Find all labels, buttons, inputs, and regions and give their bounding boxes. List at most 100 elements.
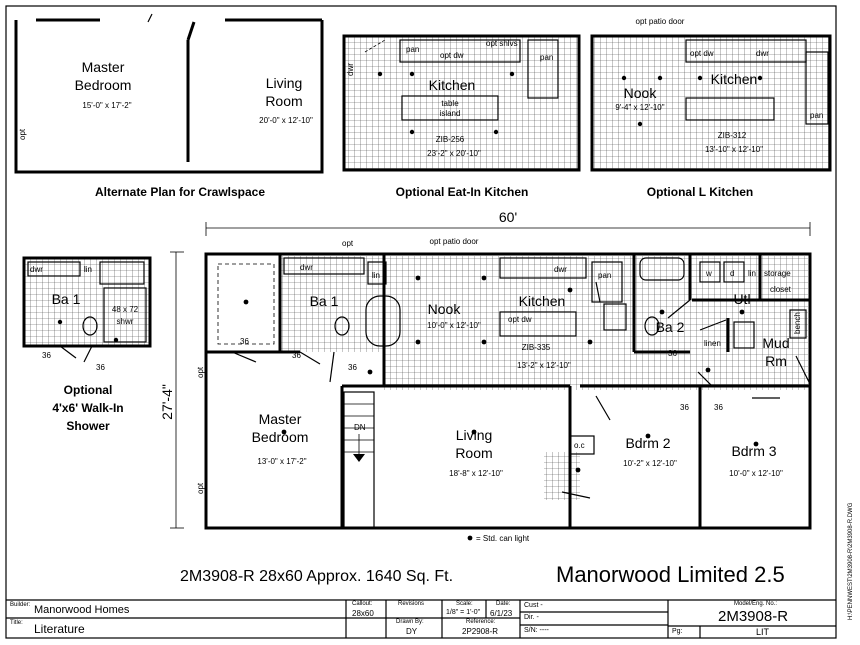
revisions-label: Revisions [398, 601, 425, 607]
scale-value: 1/8" = 1'-0" [446, 609, 481, 616]
side-filename: H:\PENNWEST\2M3908-R\2M3908-R.DWG [848, 502, 854, 620]
alt-bedroom-label: Bedroom [75, 77, 132, 93]
eat-in-kitchen-plan: pan opt dw opt shlvs pan dwr Kitchen tab… [342, 34, 581, 199]
scale-label: Scale: [456, 601, 473, 607]
main-master-dim: 13'-0" x 17'-2" [257, 457, 306, 466]
wi-caption1: Optional [64, 383, 113, 397]
drawn-label: Drawn By: [396, 619, 424, 625]
lk-dwr: dwr [756, 49, 769, 58]
eatin-caption: Optional Eat-In Kitchen [396, 185, 529, 199]
main-kitchen-label: Kitchen [519, 293, 566, 309]
eatin-pan1: pan [406, 45, 419, 54]
lk-kitchen-label: Kitchen [711, 71, 758, 87]
alternate-crawlspace-plan: Master Bedroom 15'-0" x 17'-2" Living Ro… [14, 13, 324, 199]
wi-shwr: shwr [117, 317, 134, 326]
main-bdrm3-label: Bdrm 3 [731, 443, 776, 459]
model-line: 2M3908-R 28x60 Approx. 1640 Sq. Ft. [180, 568, 454, 585]
eatin-pan2: pan [540, 53, 553, 62]
cust-value: Cust - [524, 602, 543, 609]
main-lin1: lin [372, 271, 380, 280]
main-bench: bench [793, 312, 802, 334]
main-living-dim: 18'-8" x 12'-10" [449, 469, 503, 478]
main-oc: o.c [574, 441, 585, 450]
dir-value: Dir. - [524, 614, 539, 621]
main-mud: Mud [762, 335, 789, 351]
alt-crawl-caption: Alternate Plan for Crawlspace [95, 185, 265, 199]
eatin-dim: 23'-2" x 20'-10" [427, 149, 481, 158]
main-utl: Utl [733, 291, 750, 307]
reference-label: Reference: [466, 619, 496, 625]
main-storage: storage [764, 269, 791, 278]
title-label: Title: [10, 620, 23, 626]
lk-code: ZIB-312 [718, 131, 747, 140]
main-opt-left2: opt [196, 482, 205, 494]
lk-pan: pan [810, 111, 823, 120]
depth-dimension: 27'-4" [159, 384, 175, 420]
main-patio-label: opt patio door [430, 237, 479, 246]
walkin-shower-plan: lin dwr Ba 1 48 x 72 shwr 36 36 Optional… [22, 256, 152, 433]
alt-living-dim: 20'-0" x 12'-10" [259, 116, 313, 125]
main-kitchen-code: ZIB-335 [522, 343, 551, 352]
wi-caption2: 4'x6' Walk-In [52, 401, 123, 415]
wi-shwr-size: 48 x 72 [112, 305, 139, 314]
main-36f: 36 [714, 403, 723, 412]
sheet-border [5, 5, 837, 639]
main-ba1: Ba 1 [310, 293, 339, 309]
wi-dwr: dwr [30, 265, 43, 274]
main-bdrm2-label: Bdrm 2 [625, 435, 670, 451]
alt-opt-label: opt [18, 128, 27, 140]
series-name: Manorwood Limited 2.5 [556, 562, 785, 587]
title-value: Literature [34, 622, 85, 636]
main-nook-dim: 10'-0" x 12'-10" [427, 321, 481, 330]
main-lin2: lin [748, 269, 756, 278]
main-nook-label: Nook [428, 301, 462, 317]
reference-value: 2P2908-R [462, 627, 499, 636]
drawn-value: DY [406, 627, 418, 636]
eatin-island-label: island [440, 109, 461, 118]
model-no-label: Model/Eng. No.: [734, 601, 778, 607]
eatin-opt-shlvs: opt shlvs [486, 39, 518, 48]
date-label: Date: [496, 601, 511, 607]
lk-opt-dw: opt dw [690, 49, 714, 58]
main-36e: 36 [680, 403, 689, 412]
main-opt-dw: opt dw [508, 315, 532, 324]
main-kitchen-dim: 13'-2" x 12'-10" [517, 361, 571, 370]
main-dn-label: DN [354, 423, 366, 432]
width-dimension: 60' [499, 209, 517, 225]
main-36b: 36 [292, 351, 301, 360]
main-master-label: Master [259, 411, 302, 427]
main-dryer: d [730, 269, 734, 278]
callout-label: Callout: [352, 601, 373, 607]
main-36a: 36 [240, 337, 249, 346]
lk-nook-dim: 9'-4" x 12'-10" [615, 103, 664, 112]
model-no-value: 2M3908-R [718, 608, 789, 625]
wi-36a: 36 [42, 351, 51, 360]
builder-value: Manorwood Homes [34, 604, 130, 616]
l-kitchen-plan: opt patio door opt dw dwr Nook 9'-4" x 1… [590, 17, 832, 199]
main-bdrm2-dim: 10'-2" x 12'-10" [623, 459, 677, 468]
main-linen: linen [704, 339, 721, 348]
title-block-grid [6, 599, 836, 638]
eatin-opt-dw: opt dw [440, 51, 464, 60]
main-living-label: Living [456, 427, 493, 443]
wi-caption3: Shower [66, 419, 110, 433]
main-opt-left1: opt [196, 366, 205, 378]
date-value: 6/1/23 [490, 609, 513, 618]
builder-label: Builder: [10, 602, 31, 608]
lk-dim: 13'-10" x 12'-10" [705, 145, 763, 154]
main-washer: w [705, 269, 712, 278]
eatin-kitchen-label: Kitchen [429, 77, 476, 93]
lk-patio-label: opt patio door [636, 17, 685, 26]
alt-room-label: Room [265, 93, 302, 109]
main-bdrm3-dim: 10'-0" x 12'-10" [729, 469, 783, 478]
main-opt-label-top: opt [342, 239, 354, 248]
main-ba2: Ba 2 [656, 319, 685, 335]
eatin-table-label: table [441, 99, 459, 108]
main-36d: 36 [668, 349, 677, 358]
main-dwr1: dwr [300, 263, 313, 272]
eatin-code: ZIB-256 [436, 135, 465, 144]
wi-36b: 36 [96, 363, 105, 372]
alt-living-label: Living [266, 75, 303, 91]
lk-caption: Optional L Kitchen [647, 185, 753, 199]
